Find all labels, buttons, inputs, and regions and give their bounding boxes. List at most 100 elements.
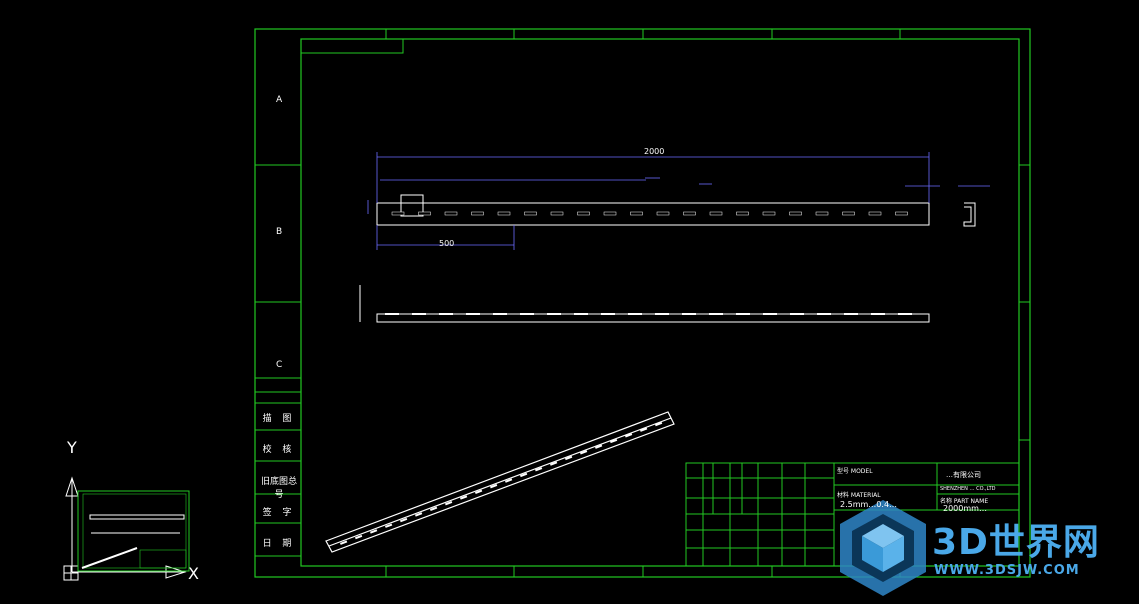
- rail-slot: [656, 211, 670, 216]
- front-slot: [628, 313, 642, 315]
- dim-total-length: 2000: [644, 147, 665, 156]
- dimension-lines: [367, 152, 990, 250]
- tb-part-name-value: 2000mm…: [943, 504, 987, 513]
- iso-slot: [444, 500, 453, 506]
- iso-slot: [550, 461, 558, 466]
- rail-slot: [471, 211, 484, 216]
- tb-model-label: 型号 MODEL: [837, 468, 873, 475]
- front-slot: [574, 313, 588, 315]
- iso-slot: [609, 438, 618, 444]
- tb-material-value: 2.5mm…0.4…: [840, 500, 898, 509]
- front-view-slots: [385, 313, 912, 315]
- rail-slot: [577, 211, 590, 216]
- iso-slot: [520, 472, 528, 478]
- front-slot: [601, 313, 615, 315]
- row-date: 日 期: [262, 539, 296, 549]
- row-drawer: 描 图: [262, 414, 296, 424]
- front-slot: [736, 313, 750, 315]
- front-slot: [547, 313, 561, 315]
- iso-slot: [355, 534, 363, 540]
- watermark: 3D世界网 WWW.3DSJW.COM: [840, 505, 1135, 590]
- rail-side-profile: [963, 202, 976, 227]
- row-checker: 校 核: [262, 445, 296, 455]
- rail-slot: [391, 211, 405, 216]
- iso-slot: [625, 433, 633, 438]
- rail-slot: [603, 211, 617, 216]
- rail-slot: [895, 211, 908, 216]
- rail-slots: [391, 211, 908, 216]
- row-signature: 签 字: [262, 508, 296, 518]
- row-old-drawing-no: 旧底图总号: [260, 477, 297, 500]
- rail-slot: [550, 211, 564, 216]
- watermark-cube-icon: [840, 500, 926, 596]
- ucs-icon: [63, 476, 187, 581]
- front-slot: [763, 313, 777, 315]
- rail-slot: [524, 211, 537, 216]
- front-slot: [466, 313, 480, 315]
- iso-slot: [475, 489, 483, 495]
- rail-slot: [497, 211, 511, 216]
- thumbnail-preview: [77, 490, 190, 572]
- rail-top-view: [376, 194, 930, 226]
- iso-slots: [340, 421, 663, 545]
- rail-slot: [736, 211, 749, 216]
- dim-segment-length: 500: [439, 239, 455, 248]
- code-box: [300, 38, 404, 54]
- watermark-title: 3D世界网: [932, 522, 1100, 563]
- rail-slot: [709, 211, 723, 216]
- iso-slot: [565, 455, 573, 461]
- iso-slot: [340, 540, 348, 545]
- left-column: [255, 164, 301, 557]
- iso-slot: [594, 444, 603, 449]
- iso-slot: [580, 450, 588, 455]
- front-slot: [709, 313, 723, 315]
- front-slot: [790, 313, 804, 315]
- tb-company: …有限公司: [946, 471, 981, 479]
- zone-ticks: [385, 29, 1030, 577]
- rail-isometric: [325, 411, 675, 553]
- zone-marker-b: B: [276, 227, 283, 237]
- front-slot: [682, 313, 696, 315]
- rail-slot: [868, 211, 882, 216]
- iso-slot: [490, 484, 498, 489]
- front-slot: [439, 313, 453, 315]
- tb-material-label: 材料 MATERIAL: [837, 492, 881, 499]
- rail-slot: [683, 211, 696, 216]
- iso-slot: [459, 495, 468, 500]
- front-slot: [412, 313, 426, 315]
- iso-slot: [400, 517, 408, 523]
- iso-slot: [385, 523, 393, 528]
- front-slot: [520, 313, 534, 315]
- iso-slot: [370, 529, 378, 534]
- front-slot: [655, 313, 669, 315]
- rail-slot: [418, 211, 431, 216]
- zone-marker-c: C: [276, 360, 283, 370]
- rail-front-view: [359, 285, 930, 323]
- front-slot: [844, 313, 858, 315]
- rail-slot: [630, 211, 643, 216]
- rail-slot: [444, 211, 458, 216]
- rail-slot: [842, 211, 855, 216]
- front-slot: [817, 313, 831, 315]
- front-slot: [898, 313, 912, 315]
- title-block: [685, 462, 1020, 567]
- watermark-url: WWW.3DSJW.COM: [934, 563, 1080, 578]
- rail-slot: [789, 211, 802, 216]
- front-slot: [385, 313, 399, 315]
- inner-frame: [300, 38, 1020, 567]
- rail-slot: [762, 211, 776, 216]
- ucs-x-label: X: [188, 564, 199, 583]
- ucs-y-label: Y: [67, 438, 77, 457]
- tb-company-en: SHENZHEN … CO.,LTD: [940, 486, 996, 492]
- iso-slot: [505, 478, 513, 483]
- front-slot: [493, 313, 507, 315]
- tb-part-name-label: 名称 PART NAME: [940, 498, 989, 505]
- iso-slot: [535, 467, 543, 472]
- zone-marker-a: A: [276, 95, 283, 105]
- front-slot: [871, 313, 885, 315]
- iso-slot: [655, 421, 663, 427]
- iso-slot: [639, 427, 648, 432]
- outer-frame: [254, 28, 1031, 578]
- rail-slot: [815, 211, 829, 216]
